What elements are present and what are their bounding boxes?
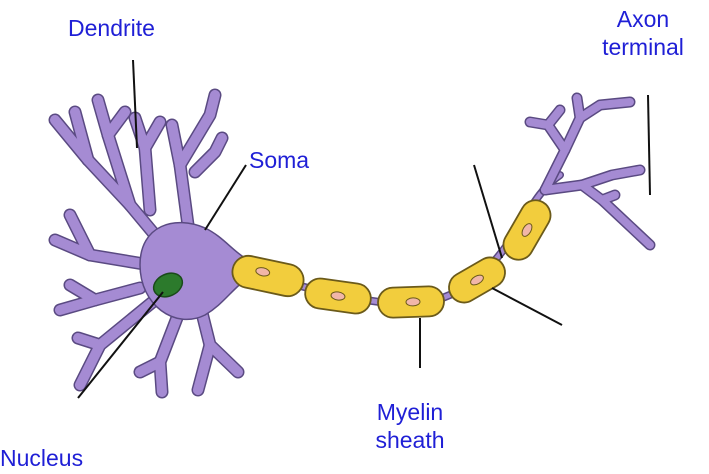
myelin-sheath-label-line1: Myelin xyxy=(350,398,470,426)
myelin-sheath-label-line2: sheath xyxy=(350,426,470,454)
myelin-pointer-3 xyxy=(492,288,562,325)
axon-terminal-label-line1: Axon xyxy=(588,5,698,33)
myelin-segment-2 xyxy=(303,277,373,316)
myelin-sheath xyxy=(229,195,556,318)
myelin-segment-3 xyxy=(377,286,444,318)
myelin-segment-5 xyxy=(498,195,556,265)
myelin-segment-1 xyxy=(229,253,306,299)
nucleus-label: Nucleus xyxy=(0,444,83,472)
myelin-sheath-label: Myelin sheath xyxy=(350,398,470,454)
myelin-segment-4 xyxy=(444,252,511,308)
soma-label: Soma xyxy=(249,146,309,174)
soma-pointer xyxy=(205,165,246,230)
myelin-pointer-2 xyxy=(474,165,502,258)
dendrite-label: Dendrite xyxy=(68,14,155,42)
axon-terminal-pointer xyxy=(648,95,650,195)
soma xyxy=(140,223,245,320)
axon-terminal-label-line2: terminal xyxy=(588,33,698,61)
axon-terminal-label: Axon terminal xyxy=(588,5,698,61)
